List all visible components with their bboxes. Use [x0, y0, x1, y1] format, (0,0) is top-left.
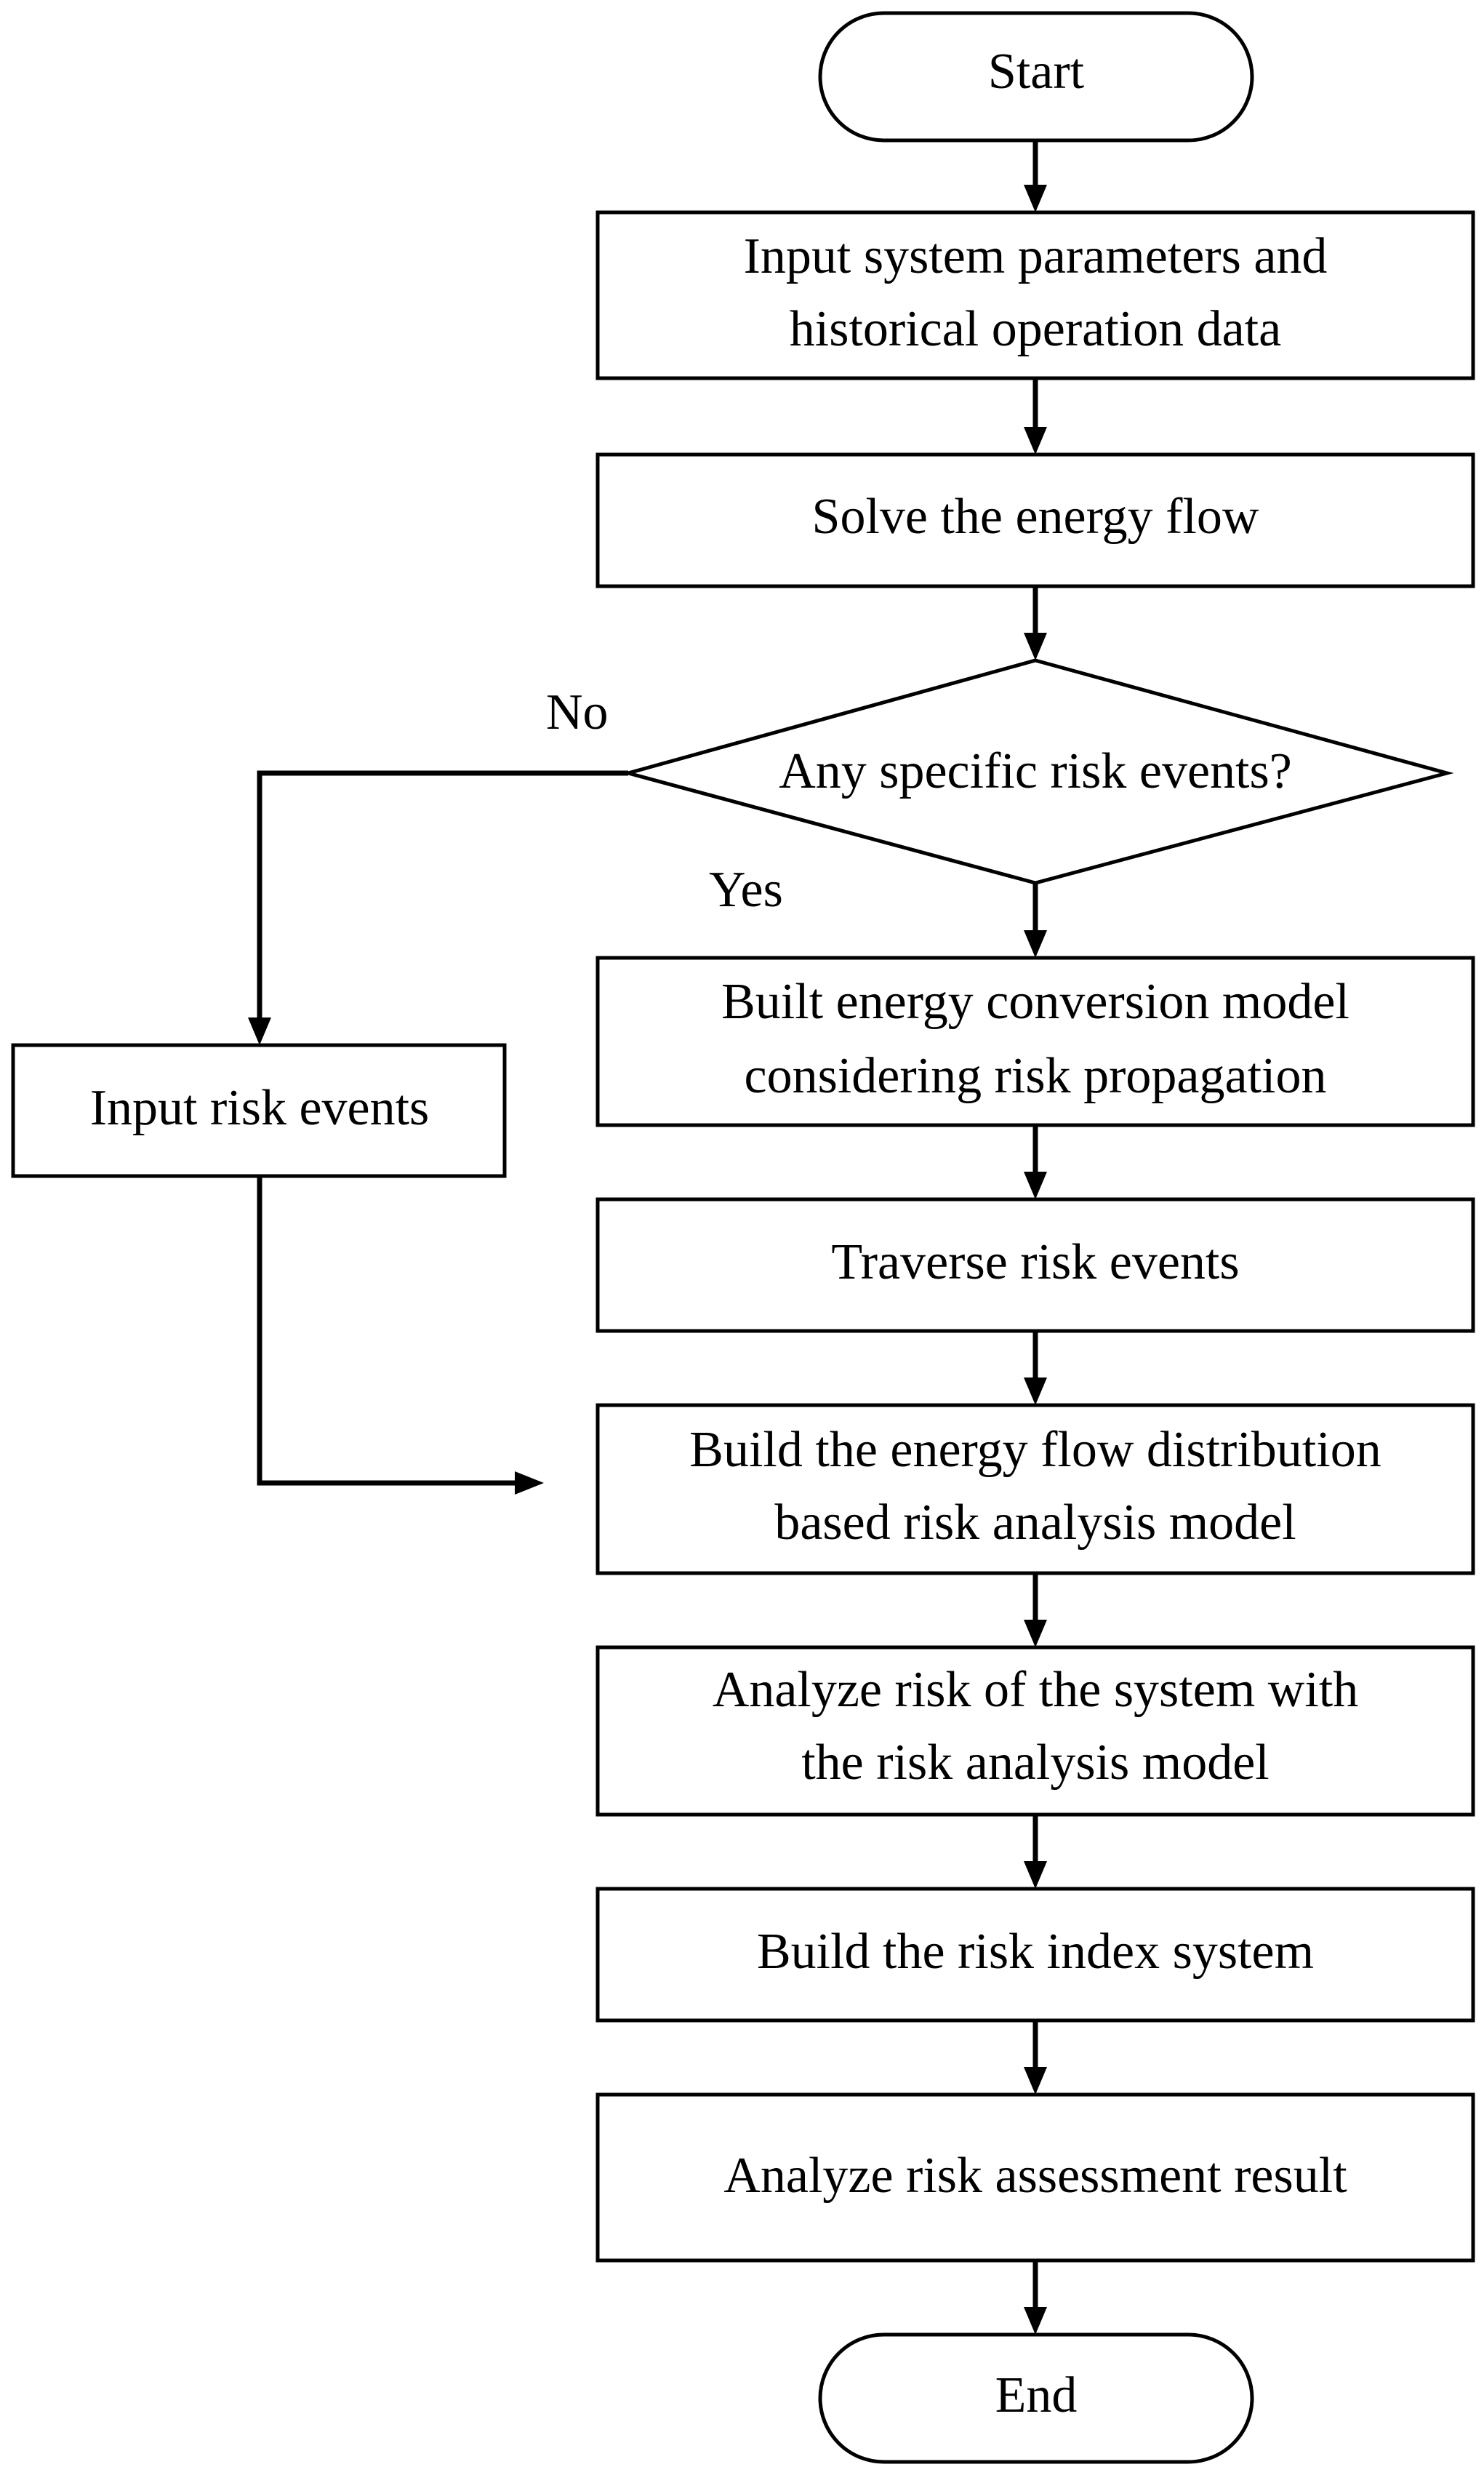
arrowhead — [1024, 1172, 1047, 1199]
start-terminator: Start — [818, 11, 1254, 143]
arrowhead — [1024, 185, 1047, 212]
input-risk-events-box: Input risk events — [11, 1043, 507, 1178]
risk-index-system-label: Build the risk index system — [757, 1924, 1314, 1980]
analyze-system-risk-box: Analyze risk of the system with the risk… — [595, 1645, 1475, 1817]
yes-branch-label: Yes — [709, 862, 783, 918]
decision-label: Any specific risk events? — [779, 743, 1292, 799]
build-risk-analysis-model-line-1: Build the energy flow distribution — [689, 1422, 1381, 1478]
arrowhead — [1024, 427, 1047, 455]
analyze-system-risk-line-1: Analyze risk of the system with — [713, 1662, 1358, 1718]
assessment-result-box: Analyze risk assessment result — [595, 2092, 1475, 2263]
end-label: End — [995, 2367, 1078, 2423]
assessment-result-label: Analyze risk assessment result — [723, 2148, 1347, 2204]
traverse-risk-events-box: Traverse risk events — [595, 1197, 1475, 1333]
input-risk-events-label: Input risk events — [90, 1080, 430, 1136]
build-risk-analysis-model-box: Build the energy flow distribution based… — [595, 1403, 1475, 1575]
arrowhead — [1024, 633, 1047, 660]
traverse-risk-events-label: Traverse risk events — [831, 1234, 1239, 1290]
no-branch-label: No — [546, 684, 609, 740]
input-parameters-line-1: Input system parameters and — [744, 228, 1328, 284]
input-parameters-line-2: historical operation data — [790, 301, 1281, 357]
arrowhead — [1024, 1861, 1047, 1889]
arrowhead — [1024, 1620, 1047, 1647]
main-flow-connectors — [1024, 140, 1047, 2335]
build-risk-analysis-model-line-2: based risk analysis model — [774, 1495, 1296, 1551]
no-branch-connectors — [248, 770, 628, 1495]
end-terminator: End — [818, 2332, 1254, 2464]
arrowhead — [515, 1471, 544, 1495]
built-conversion-model-box: Built energy conversion model considerin… — [595, 956, 1475, 1127]
analyze-system-risk-line-2: the risk analysis model — [801, 1735, 1270, 1791]
risk-index-system-box: Build the risk index system — [595, 1887, 1475, 2023]
built-conversion-model-line-1: Built energy conversion model — [721, 974, 1349, 1030]
connector-input-risk-to-build — [257, 1176, 520, 1486]
arrowhead — [1024, 930, 1047, 958]
arrowhead — [1024, 2067, 1047, 2095]
start-label: Start — [988, 44, 1085, 100]
arrowhead — [248, 1017, 271, 1045]
input-parameters-box: Input system parameters and historical o… — [595, 210, 1475, 380]
solve-energy-flow-label: Solve the energy flow — [812, 489, 1259, 545]
arrowhead — [1024, 1378, 1047, 1405]
arrowhead — [1024, 2307, 1047, 2335]
risk-events-decision: Any specific risk events? — [621, 658, 1454, 885]
solve-energy-flow-box: Solve the energy flow — [595, 452, 1475, 588]
built-conversion-model-line-2: considering risk propagation — [745, 1048, 1327, 1104]
connector-decision-no — [257, 770, 628, 1023]
